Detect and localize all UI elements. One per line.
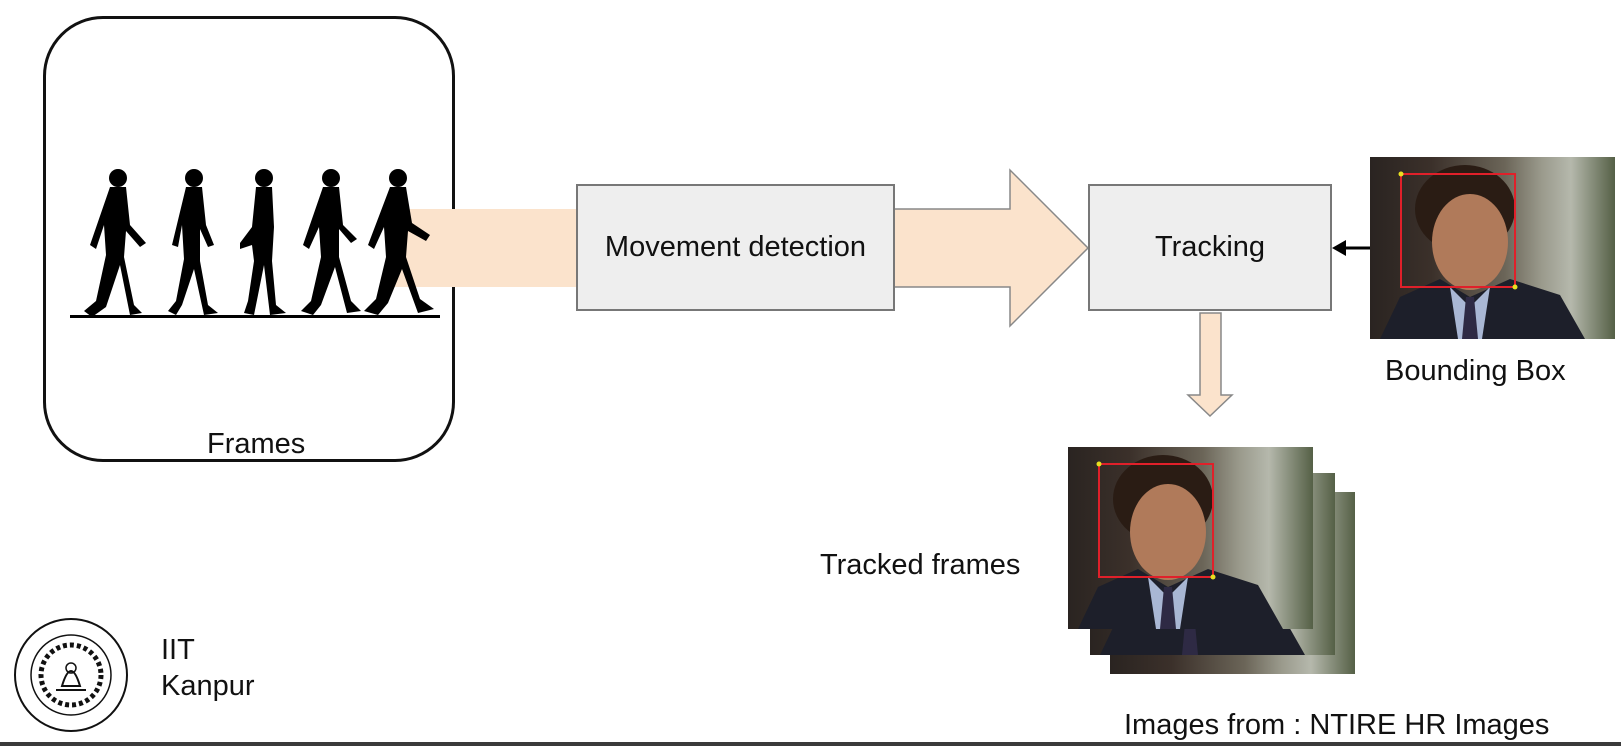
iit-kanpur-label: IIT Kanpur: [161, 632, 255, 704]
tracking-down-arrow: [1186, 312, 1234, 418]
tracking-label: Tracking: [1154, 231, 1266, 263]
ground-line: [70, 315, 440, 318]
walker-figure-2: [168, 169, 218, 315]
movement-detection-box: Movement detection: [576, 184, 895, 311]
tracked-frames-label: Tracked frames: [820, 549, 1021, 581]
bounding-box-image: [1370, 157, 1615, 339]
bottom-border: [0, 742, 1621, 746]
frames-to-movement-arrow: [388, 209, 576, 287]
walker-figure-5: [364, 169, 434, 315]
tie: [1462, 297, 1478, 339]
frames-label: Frames: [207, 428, 306, 460]
iit-kanpur-logo: [14, 618, 128, 732]
tracking-box: Tracking: [1088, 184, 1332, 311]
walker-figure-1: [84, 169, 146, 317]
bbox-to-tracking-arrowhead: [1332, 240, 1346, 256]
iit-label-line2: Kanpur: [161, 670, 255, 702]
bbox-rectangle: [1400, 173, 1516, 288]
face-skin: [1432, 194, 1508, 290]
walking-figures: [70, 169, 440, 318]
bounding-box-label: Bounding Box: [1385, 355, 1566, 387]
walker-figure-4: [301, 169, 361, 315]
movement-to-tracking-arrow: [892, 168, 1090, 328]
iit-label-line1: IIT: [161, 634, 195, 666]
walker-figure-3: [240, 169, 286, 315]
image-credit: Images from : NTIRE HR Images: [1124, 709, 1550, 741]
bbox-marker-x: [1512, 284, 1518, 290]
tracked-frame-1: [1068, 447, 1313, 629]
movement-detection-label: Movement detection: [604, 231, 867, 263]
tracked-bbox-rectangle: [1098, 463, 1214, 578]
bbox-marker-y: [1398, 171, 1404, 177]
